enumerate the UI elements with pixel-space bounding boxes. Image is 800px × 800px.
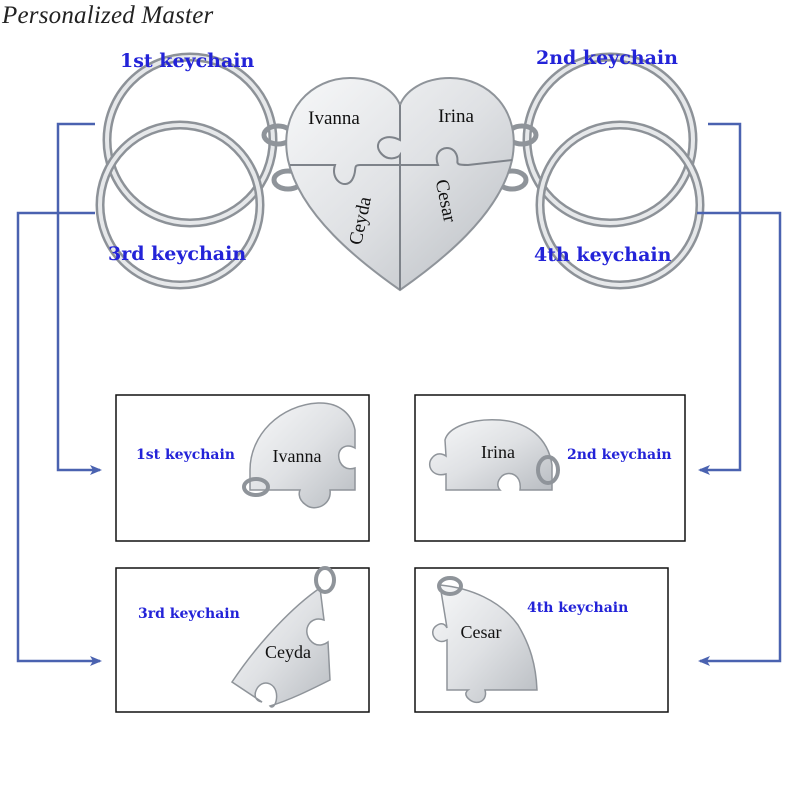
label-3rd-keychain: 3rd keychain xyxy=(108,243,247,265)
panel-frame-4 xyxy=(414,567,669,713)
panel-name-ceyda: Ceyda xyxy=(265,642,311,662)
panel-label-2: 2nd keychain xyxy=(567,447,672,463)
connector-lines xyxy=(16,122,782,666)
right-keyrings xyxy=(522,52,705,290)
piece-1 xyxy=(242,402,356,509)
panel-label-1: 1st keychain xyxy=(136,447,235,463)
piece-2 xyxy=(428,419,560,491)
brand-watermark: Personalized Master xyxy=(2,2,214,29)
label-4th-keychain: 4th keychain xyxy=(534,244,672,266)
left-keyrings xyxy=(95,52,278,290)
heart-name-irina: Irina xyxy=(438,106,474,127)
heart-pendant xyxy=(285,76,515,292)
label-1st-keychain: 1st keychain xyxy=(120,50,255,72)
piece-4 xyxy=(432,576,538,704)
panel-label-3: 3rd keychain xyxy=(138,606,240,622)
panel-name-ivanna: Ivanna xyxy=(273,446,322,466)
panel-frame-2 xyxy=(414,394,686,542)
panel-frame-3 xyxy=(115,567,370,713)
panel-label-4: 4th keychain xyxy=(527,600,629,616)
panel-name-irina: Irina xyxy=(481,442,515,462)
panel-frame-1 xyxy=(115,394,370,542)
piece-3 xyxy=(230,566,336,708)
label-2nd-keychain: 2nd keychain xyxy=(536,47,678,69)
heart-name-ivanna: Ivanna xyxy=(308,108,360,129)
panel-name-cesar: Cesar xyxy=(461,622,502,642)
